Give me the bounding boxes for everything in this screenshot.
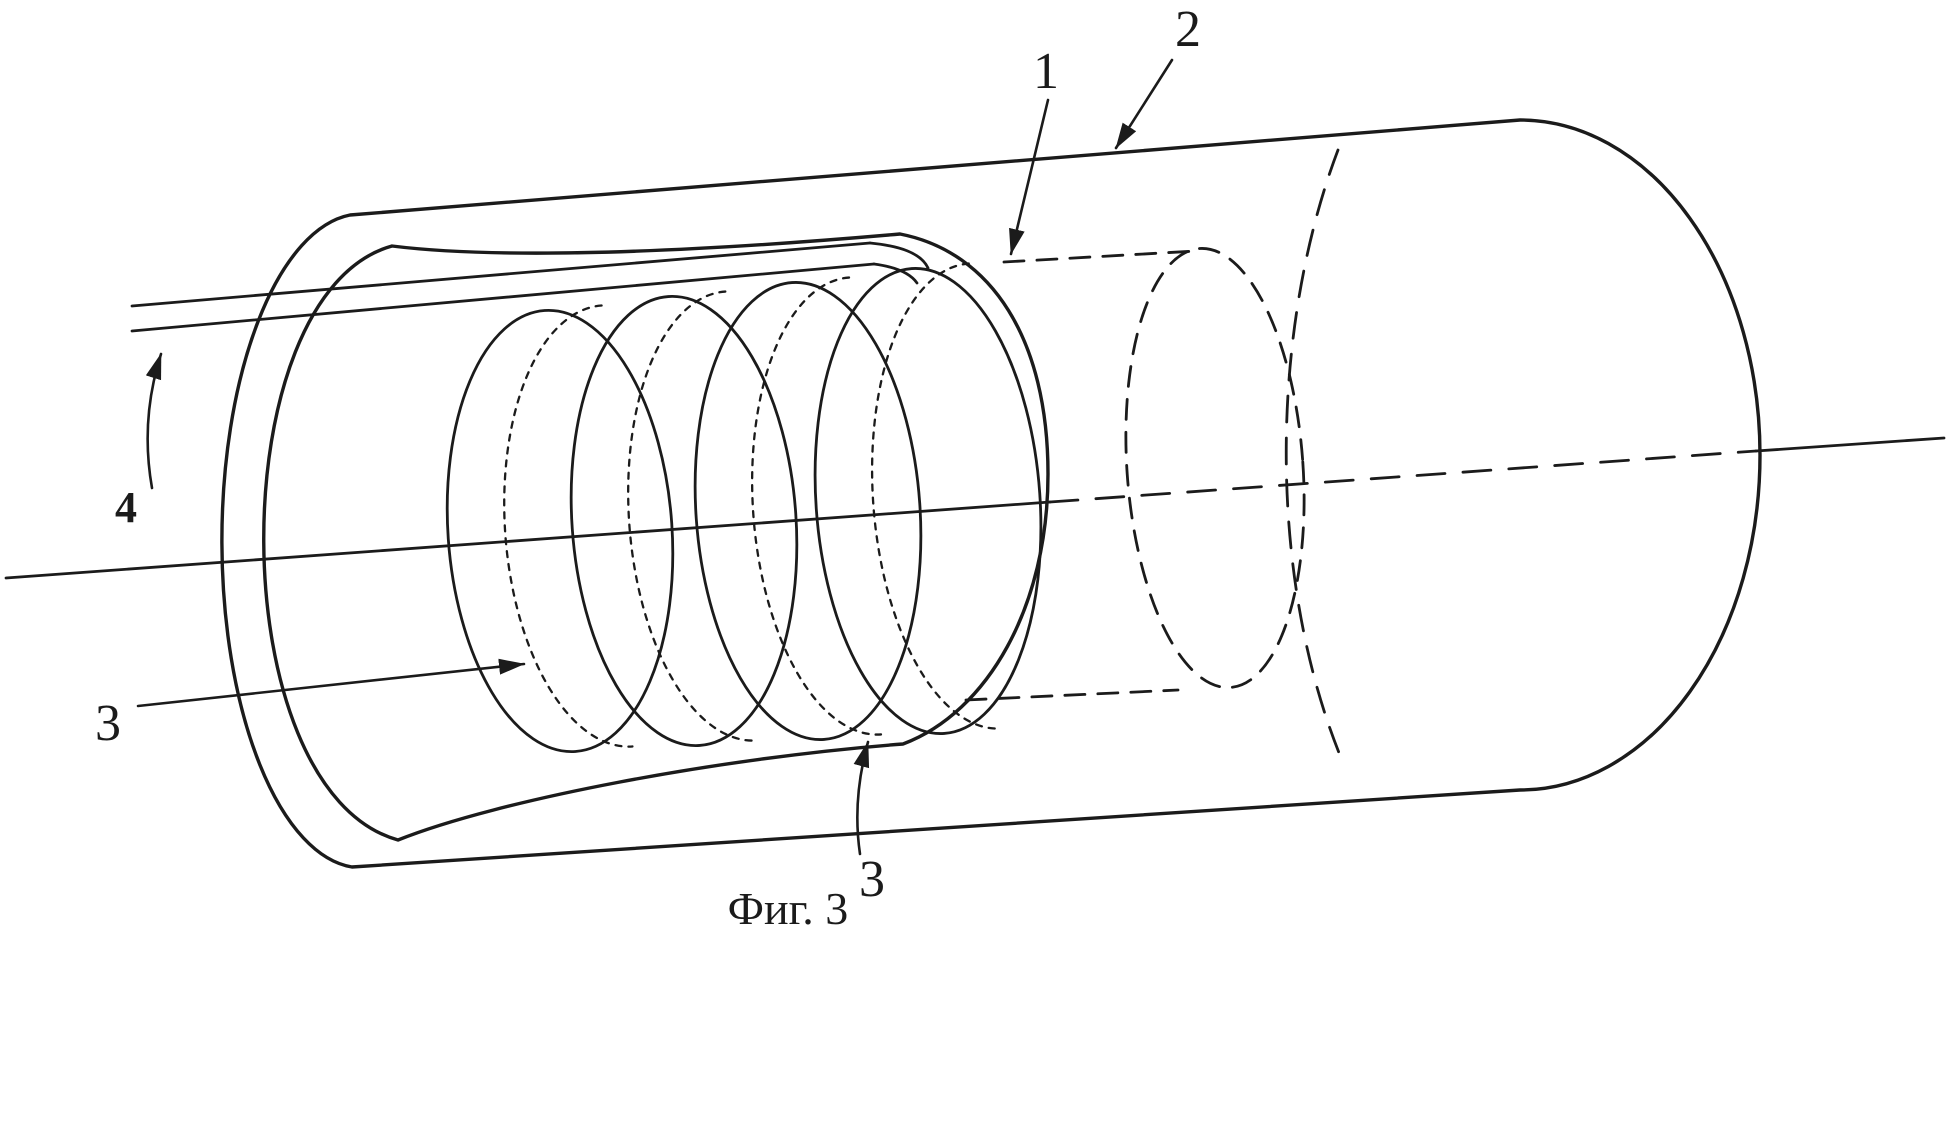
- lead-wire-upper-connector: [868, 241, 930, 270]
- ref-label-3-left: 3: [95, 695, 121, 752]
- cutaway-interior: [262, 232, 1050, 842]
- coil-hidden-arcs: [503, 262, 1003, 748]
- drawing-lines: [4, 58, 1946, 869]
- coil-turn-2-back-dashed: [627, 290, 758, 742]
- axis-right-solid: [1754, 436, 1946, 453]
- lead-wire-lower: [130, 262, 876, 333]
- ref-label-2: 2: [1175, 1, 1201, 58]
- figure-text: 1 2 3 3 4 Фиг. 3: [95, 1, 1201, 934]
- lead-wires: [130, 241, 930, 333]
- coil-turn-3-back-dashed: [751, 276, 883, 736]
- arrow-to-part2: [1114, 58, 1174, 150]
- lead-wire-lower-connector: [872, 262, 919, 285]
- arrow-to-part3-left: [136, 658, 526, 708]
- hidden-bore-top-line-dashed: [1002, 249, 1198, 264]
- ref-label-1: 1: [1033, 43, 1059, 100]
- ref-label-3-bottom: 3: [859, 851, 885, 908]
- coil-turn-4-back-dashed: [870, 262, 1003, 730]
- arrow-to-part1: [1009, 98, 1050, 256]
- axis-center-dashed: [1048, 449, 1758, 504]
- figure-caption: Фиг. 3: [728, 883, 849, 934]
- lead-wire-upper: [130, 241, 872, 308]
- end-cap-hidden-seam-dashed: [1284, 148, 1346, 767]
- arrow-to-part3-bottom: [853, 740, 870, 856]
- ref-label-4: 4: [115, 483, 137, 532]
- arrow-to-part4: [145, 352, 163, 490]
- coil-turn-4-front: [813, 267, 1043, 735]
- coil-front-turns: [445, 267, 1043, 754]
- coil-turn-3-front: [693, 281, 923, 741]
- cylinder-shell-body: [220, 118, 1762, 869]
- reference-arrows: [136, 58, 1174, 856]
- axis-left-solid: [4, 500, 1052, 580]
- coil-turn-1-front: [445, 308, 675, 754]
- hidden-bore-end-ellipse-dashed: [1124, 247, 1306, 689]
- hidden-bore-bottom-line-dashed: [964, 688, 1180, 702]
- axis-line: [4, 436, 1946, 580]
- coil-turn-2-front: [569, 295, 799, 747]
